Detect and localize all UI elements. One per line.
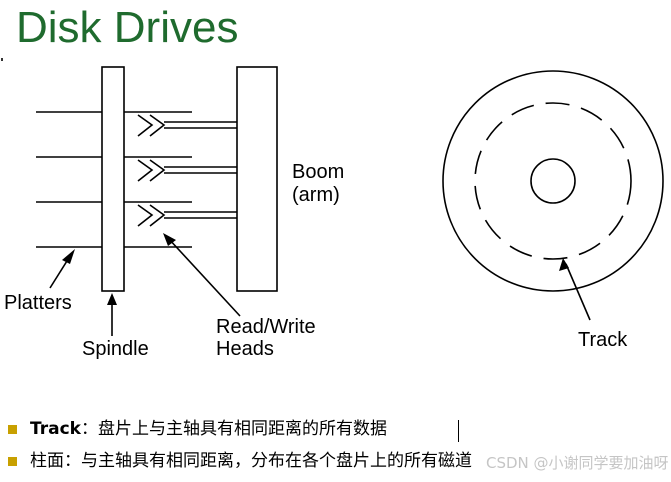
- platters-arrowhead: [62, 249, 75, 264]
- text-cursor: [458, 420, 459, 442]
- spindle-label: Spindle: [82, 338, 149, 360]
- read-write-head-1: [137, 114, 237, 137]
- page-title: Disk Drives: [16, 3, 239, 52]
- track-arrowhead: [559, 258, 569, 271]
- track-dashed-circle: [474, 102, 632, 260]
- bullet-cylinder-definition: 柱面：与主轴具有相同距离，分布在各个盘片上的所有磁道: [30, 451, 472, 471]
- read-write-leader: [167, 237, 241, 317]
- boom-label-line1: Boom: [292, 161, 345, 183]
- boom-label-line2: (arm): [292, 184, 340, 206]
- disk-outer-circle: [442, 70, 664, 292]
- read-write-head-2: [137, 159, 237, 182]
- platters-label: Platters: [4, 292, 72, 314]
- boom-shape: [236, 66, 278, 292]
- bullet-item-track: Track：盘片上与主轴具有相同距离的所有数据: [0, 416, 671, 442]
- edge-mark: [1, 58, 3, 61]
- watermark: CSDN @小谢同学要加油呀: [486, 454, 669, 472]
- track-leader: [565, 263, 591, 321]
- bullet-track-definition: ：盘片上与主轴具有相同距离的所有数据: [80, 419, 387, 439]
- bullet-item-cylinder: 柱面：与主轴具有相同距离，分布在各个盘片上的所有磁道: [0, 448, 671, 474]
- track-label: Track: [578, 329, 628, 351]
- bullet-square-icon: [8, 425, 17, 434]
- read-write-arrowhead: [163, 233, 176, 246]
- read-write-head-3: [137, 204, 237, 227]
- spindle-shape: [101, 66, 125, 292]
- spindle-hub-circle: [530, 158, 576, 204]
- spindle-arrowhead: [107, 293, 117, 305]
- bullet-square-icon: [8, 457, 17, 466]
- read-write-label-line1: Read/Write: [216, 316, 316, 338]
- bullet-track-term: Track: [30, 419, 81, 439]
- read-write-label-line2: Heads: [216, 338, 274, 360]
